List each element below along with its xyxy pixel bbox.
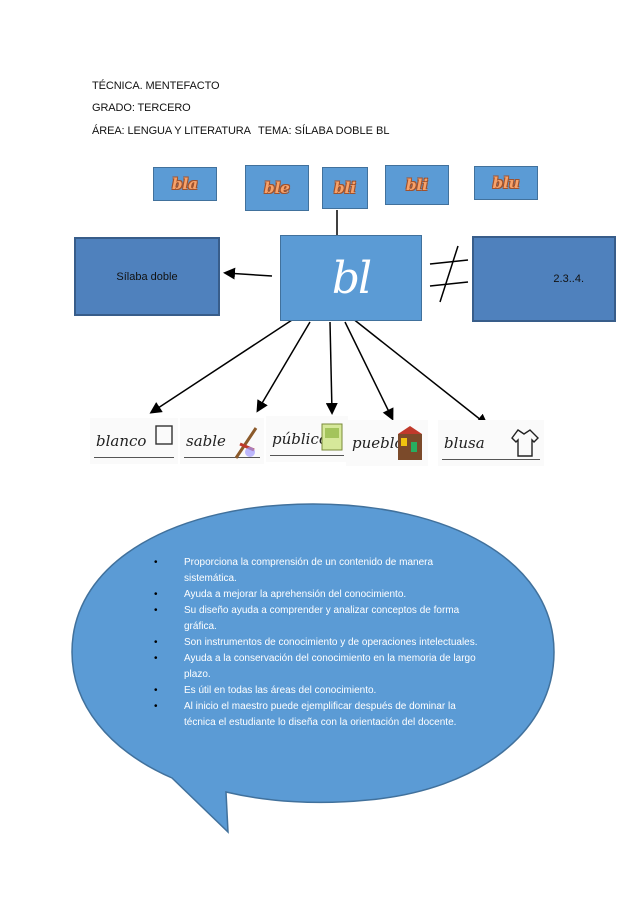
benefit-item: Son instrumentos de conocimiento y de op… bbox=[152, 635, 482, 651]
underline bbox=[270, 455, 344, 456]
audience-icon bbox=[321, 423, 343, 451]
word-label: blanco bbox=[96, 432, 147, 450]
syllable-label: bli bbox=[334, 179, 356, 197]
underline bbox=[184, 457, 260, 458]
blank-square-icon bbox=[155, 425, 173, 445]
underline bbox=[94, 457, 174, 458]
syllable-bla: bla bbox=[153, 167, 217, 201]
bubble-text: Proporciona la comprensión de un conteni… bbox=[152, 555, 482, 731]
benefits-list: Proporciona la comprensión de un conteni… bbox=[152, 555, 482, 731]
center-bl-label: bl bbox=[331, 252, 372, 304]
syllable-ble: ble bbox=[245, 165, 309, 211]
syllable-label: blu bbox=[492, 174, 520, 192]
benefit-item: Es útil en todas las áreas del conocimie… bbox=[152, 683, 482, 699]
word-card-sable: sable bbox=[180, 418, 264, 464]
word-label: pueblo bbox=[352, 434, 404, 452]
word-label: sable bbox=[186, 432, 226, 450]
silaba-doble-label: Sílaba doble bbox=[116, 270, 178, 283]
syllable-label: bli bbox=[406, 176, 428, 194]
word-card-publico: público bbox=[266, 416, 348, 462]
right-box: 2.3..4. bbox=[472, 236, 616, 322]
syllable-bli: bli bbox=[322, 167, 368, 209]
underline bbox=[442, 459, 540, 460]
word-card-blusa: blusa bbox=[438, 420, 544, 466]
village-icon bbox=[398, 426, 422, 460]
word-card-pueblo: pueblo bbox=[346, 420, 428, 466]
area-label: ÁREA: LENGUA Y LITERATURA bbox=[92, 125, 251, 137]
word-label: blusa bbox=[444, 434, 485, 452]
word-card-blanco: blanco bbox=[90, 418, 178, 464]
benefit-item: Proporciona la comprensión de un conteni… bbox=[152, 555, 482, 587]
benefit-item: Su diseño ayuda a comprender y analizar … bbox=[152, 603, 482, 635]
blouse-icon bbox=[511, 429, 539, 457]
syllable-bli-2: bli bbox=[385, 165, 449, 205]
benefit-item: Ayuda a la conservación del conocimiento… bbox=[152, 651, 482, 683]
benefit-item: Ayuda a mejorar la aprehensión del conoc… bbox=[152, 587, 482, 603]
center-bl-box: bl bbox=[280, 235, 422, 321]
silaba-doble-box: Sílaba doble bbox=[74, 237, 220, 316]
syllable-blu: blu bbox=[474, 166, 538, 200]
sabre-icon bbox=[234, 427, 258, 459]
syllable-label: bla bbox=[172, 175, 198, 193]
tema-label: TEMA: SÍLABA DOBLE BL bbox=[258, 125, 390, 137]
word-label: público bbox=[272, 430, 328, 448]
tecnica-label: TÉCNICA. MENTEFACTO bbox=[92, 80, 220, 92]
grado-label: GRADO: TERCERO bbox=[92, 102, 191, 114]
syllable-label: ble bbox=[264, 179, 290, 197]
right-box-label: 2.3..4. bbox=[553, 273, 584, 285]
benefit-item: Al inicio el maestro puede ejemplificar … bbox=[152, 699, 482, 731]
